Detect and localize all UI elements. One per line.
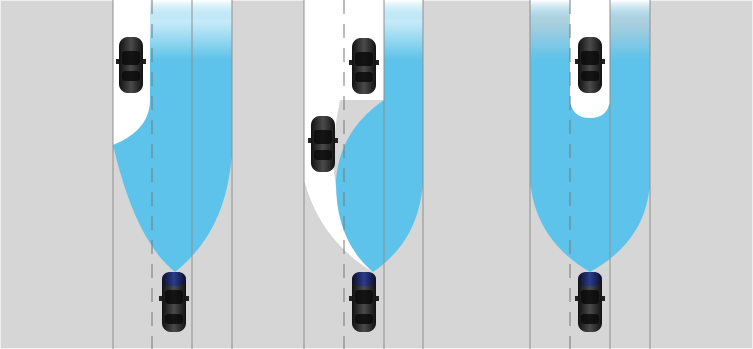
ego-car-3 [575,272,605,332]
ego-car-2 [349,272,379,332]
preceding-car [575,37,605,93]
oncoming-car [116,37,146,93]
oncoming-car [349,38,379,94]
overtaking-car [308,116,338,172]
ego-car-1 [159,272,189,332]
